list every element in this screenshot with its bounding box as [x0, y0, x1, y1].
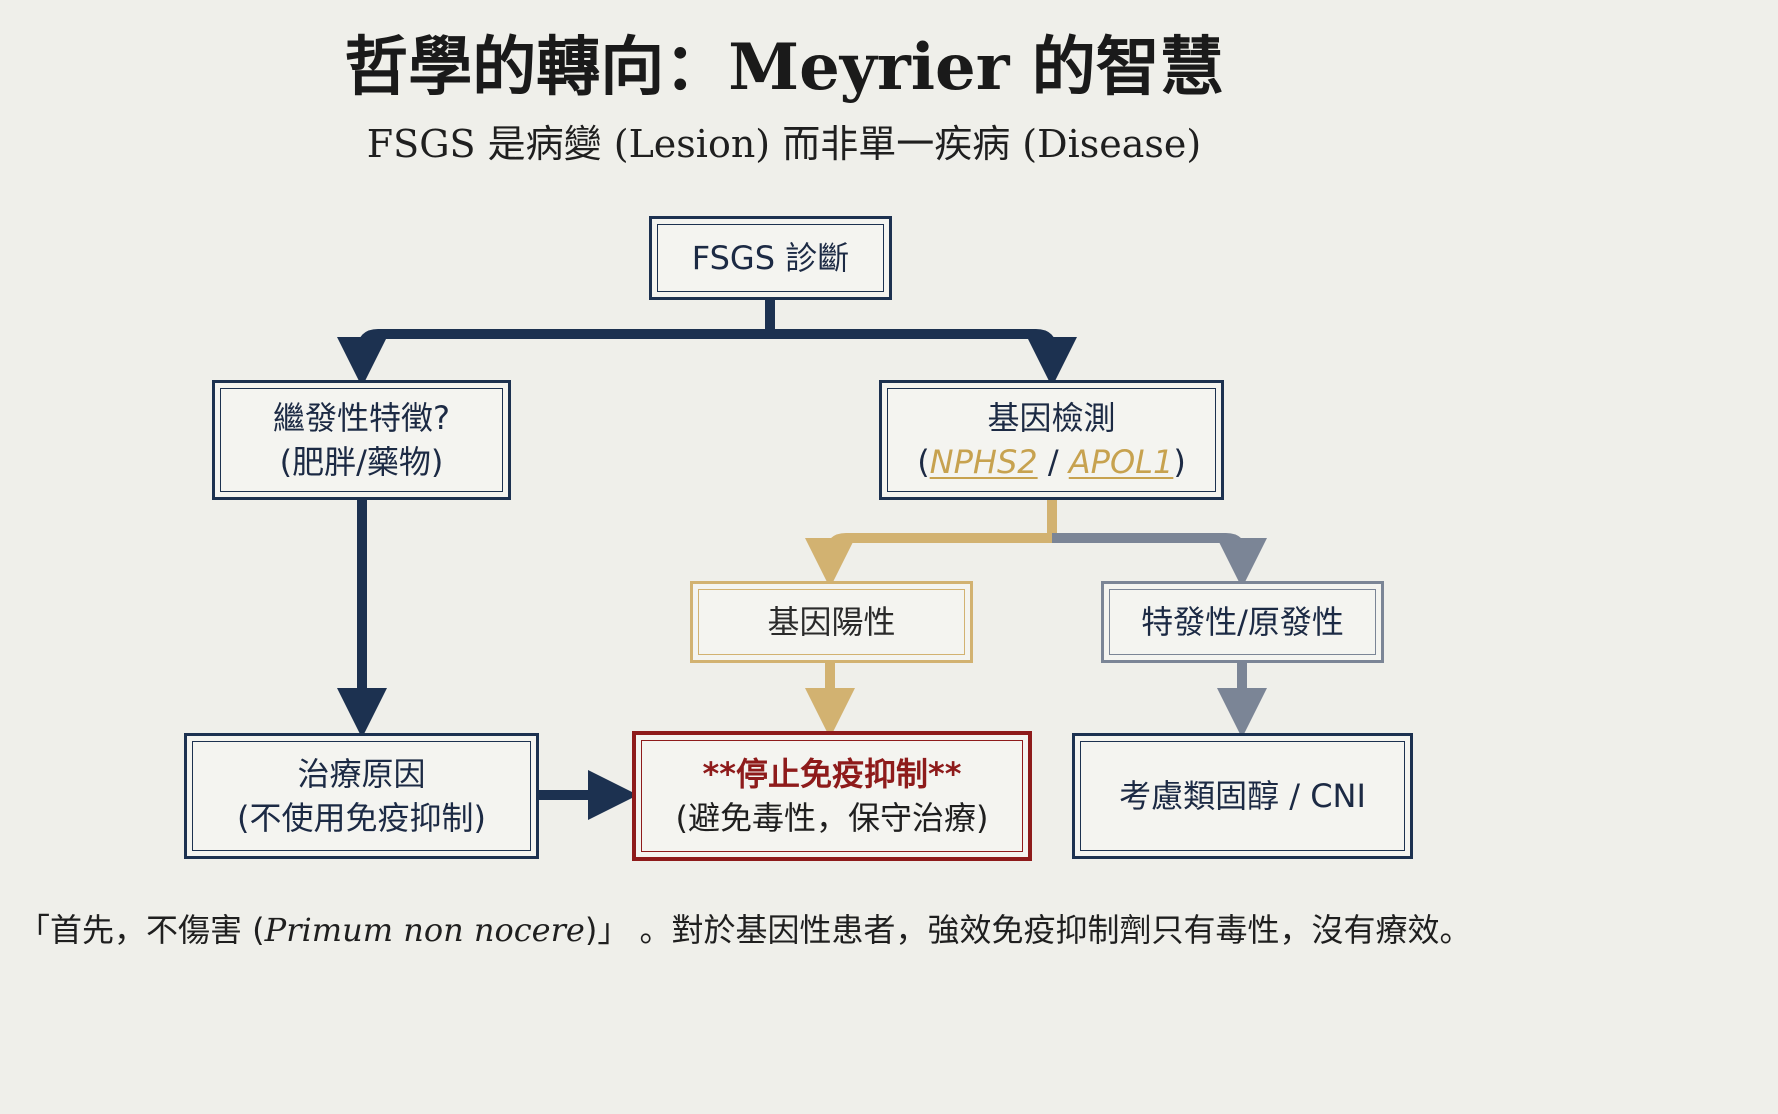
page-title: 哲學的轉向：Meyrier 的智慧 [344, 30, 1224, 105]
node-secondary-features: 繼發性特徵? (肥胖/藥物) [212, 380, 511, 500]
node-secondary-line1: 繼發性特徵? [273, 399, 450, 437]
node-idiopathic-primary: 特發性/原發性 [1101, 581, 1384, 663]
gene-separator: / [1037, 443, 1069, 481]
page-subtitle: FSGS 是病變 (Lesion) 而非單一疾病 (Disease) [366, 122, 1202, 166]
footer-latin-phrase: Primum non nocere [264, 911, 585, 949]
node-treat-cause-line1: 治療原因 [297, 755, 426, 793]
node-stop-line2: (避免毒性，保守治療) [675, 799, 989, 837]
arrow-to-genetic-test [770, 329, 1077, 387]
node-fsgs-diagnosis: FSGS 診斷 [649, 216, 892, 300]
node-treat-cause-line2: (不使用免疫抑制) [237, 799, 486, 837]
node-genetic-line2: (NPHS2 / APOL1) [917, 440, 1186, 484]
paren-close: ) [1173, 443, 1186, 481]
flowchart-connectors [337, 300, 1267, 820]
node-stop-line1: **停止免疫抑制** [702, 755, 962, 793]
node-secondary-line2: (肥胖/藥物) [279, 443, 444, 481]
node-genetic-testing: 基因檢測 (NPHS2 / APOL1) [879, 380, 1224, 500]
node-stop-immunosuppression: **停止免疫抑制** (避免毒性，保守治療) [632, 731, 1032, 861]
node-genetic-line1: 基因檢測 [987, 399, 1116, 437]
arrow-to-gene-positive [805, 533, 1052, 588]
node-idiopathic-label: 特發性/原發性 [1141, 603, 1344, 641]
node-gene-positive-label: 基因陽性 [767, 603, 896, 641]
arrow-to-idiopathic [1052, 533, 1267, 588]
node-consider-steroids-cni: 考慮類固醇 / CNI [1072, 733, 1413, 859]
gene-apol1: APOL1 [1068, 443, 1174, 481]
node-treat-cause: 治療原因 (不使用免疫抑制) [184, 733, 539, 859]
paren-open: ( [917, 443, 930, 481]
footer-post: )」 。對於基因性患者，強效免疫抑制劑只有毒性，沒有療效。 [584, 911, 1472, 949]
footer-pre: 「首先，不傷害 ( [18, 911, 265, 949]
node-fsgs-diagnosis-label: FSGS 診斷 [691, 239, 850, 277]
arrow-to-secondary [337, 329, 770, 387]
gene-nphs2: NPHS2 [929, 443, 1038, 481]
node-consider-label: 考慮類固醇 / CNI [1119, 777, 1366, 815]
footer-note: 「首先，不傷害 (Primum non nocere)」 。對於基因性患者，強效… [18, 902, 1558, 958]
node-gene-positive: 基因陽性 [690, 581, 973, 663]
